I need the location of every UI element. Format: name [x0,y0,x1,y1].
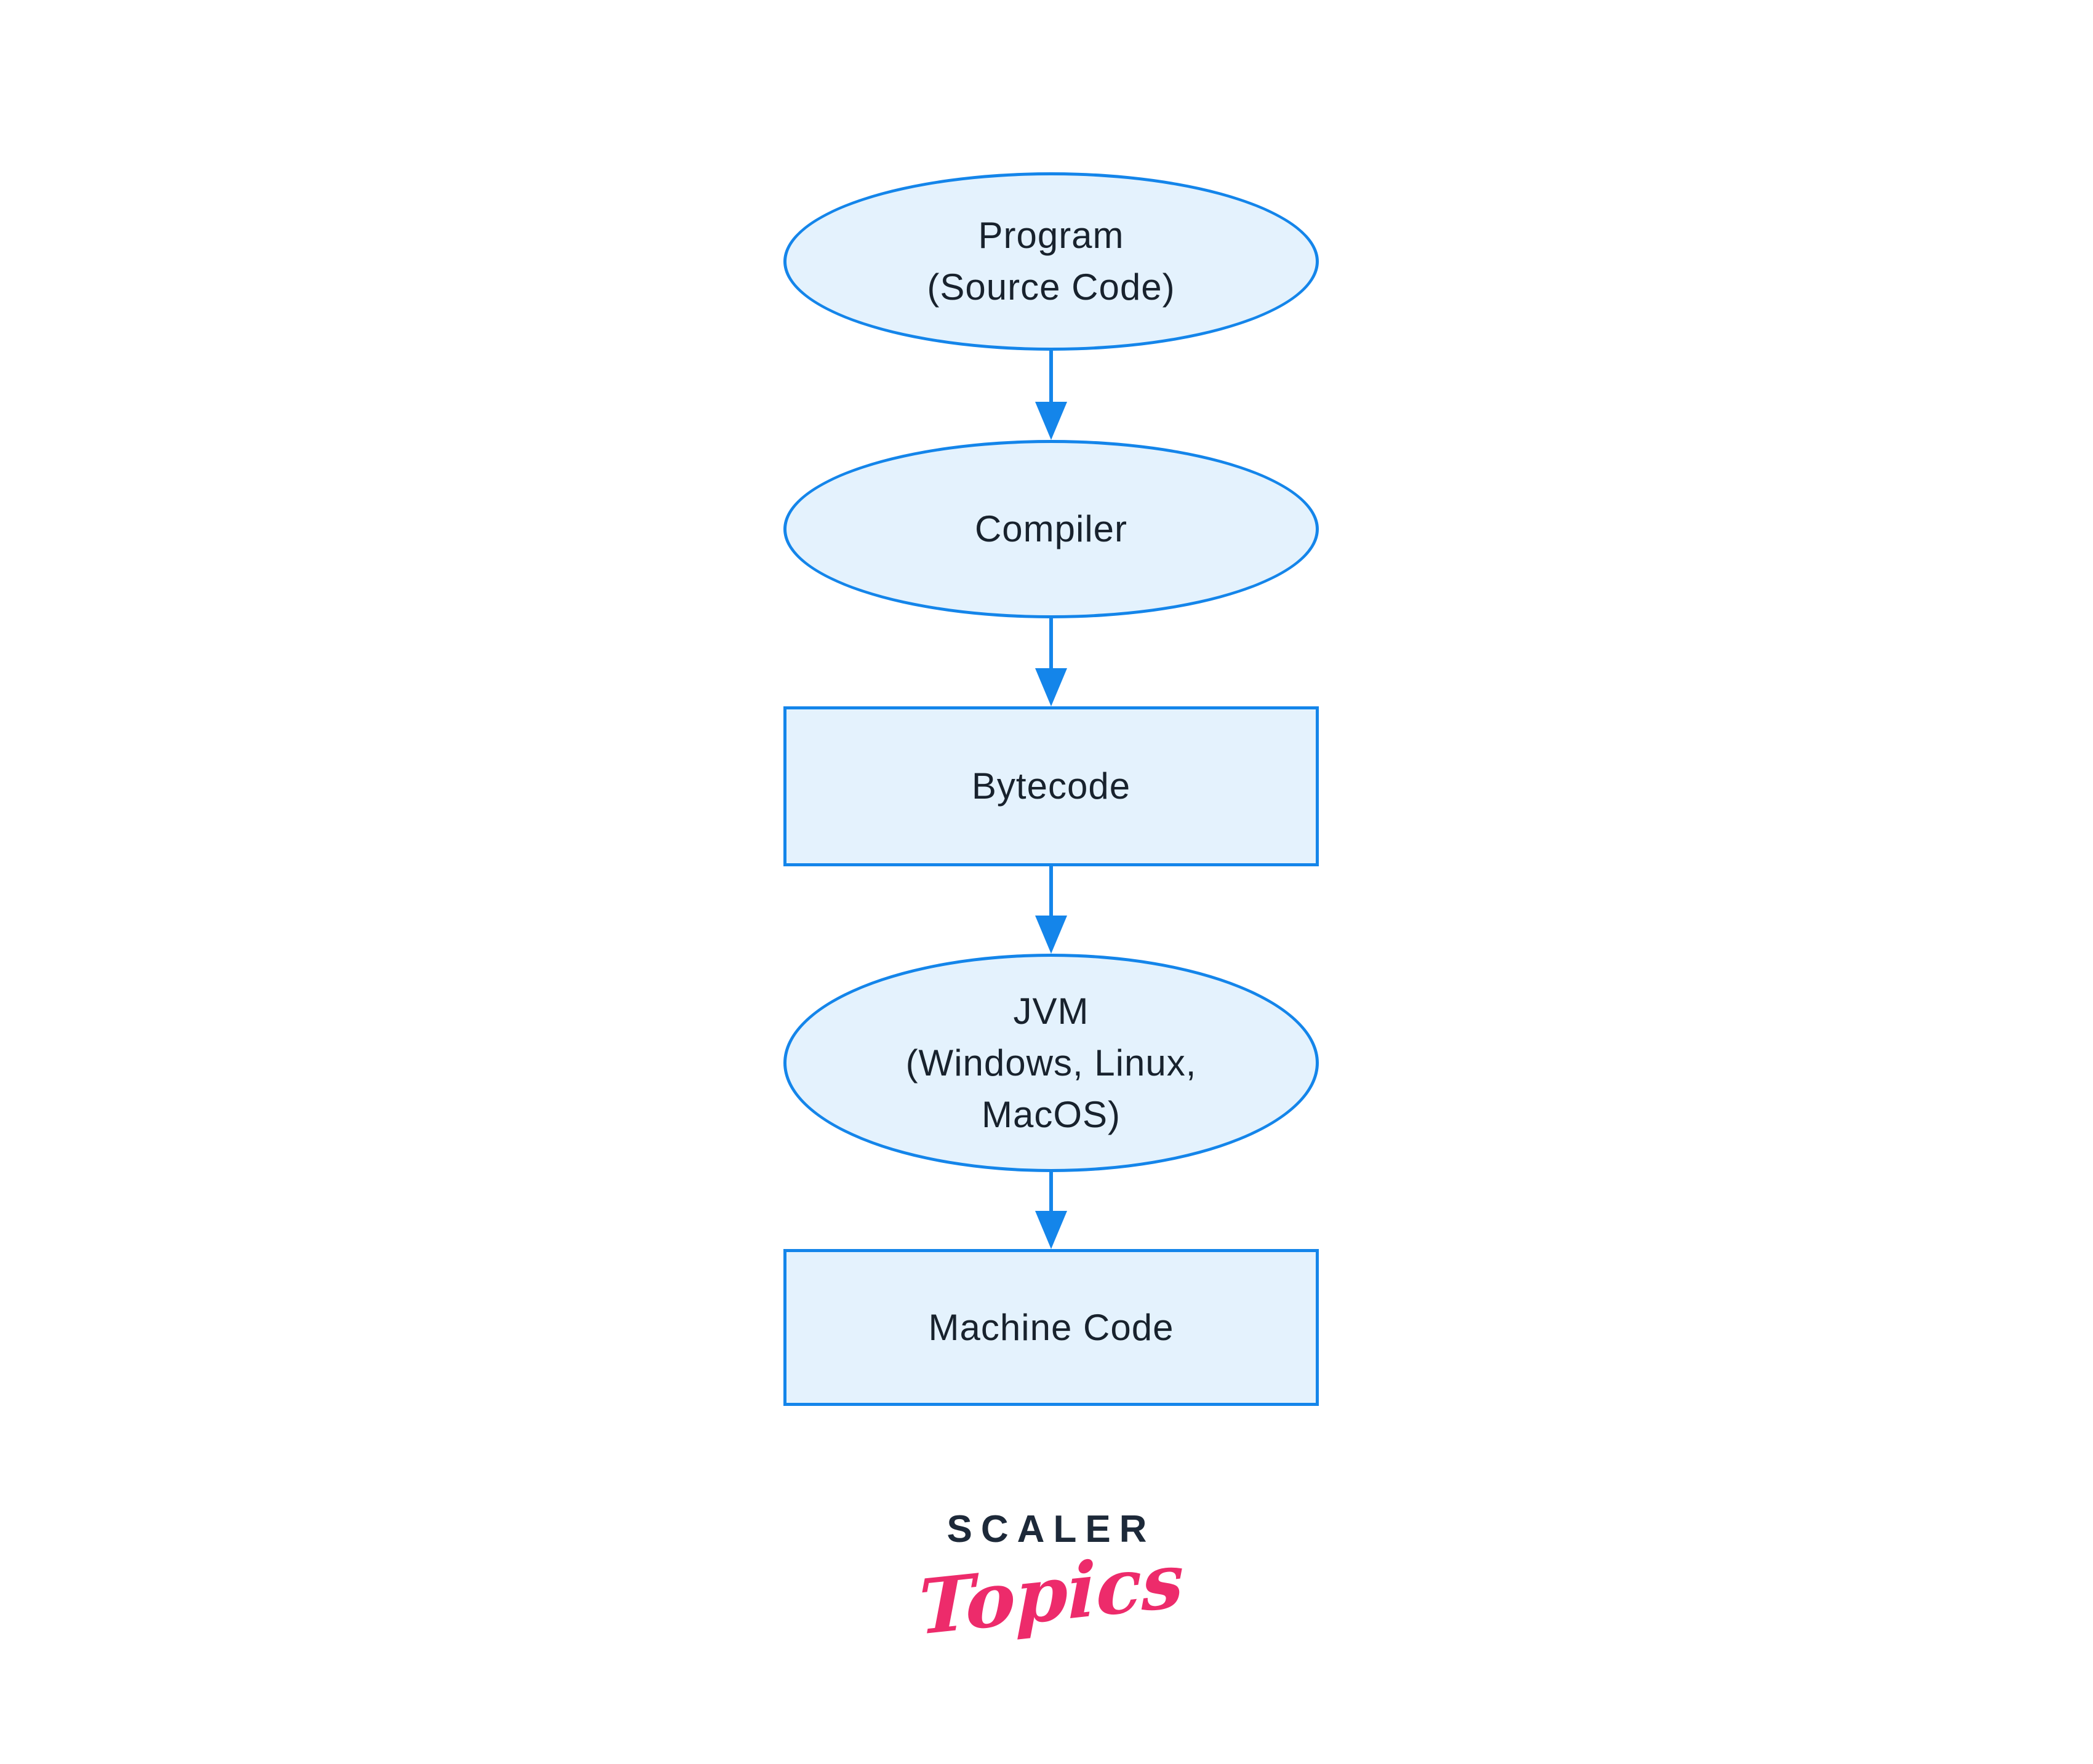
node-bytecode-label: Bytecode [972,760,1131,812]
node-bytecode: Bytecode [783,706,1319,866]
arrow-line [1049,1172,1053,1212]
scaler-topics-logo: SCALER Topics [848,1508,1254,1653]
arrow-head-icon [1035,1211,1067,1249]
node-program-label: Program (Source Code) [927,210,1175,313]
node-machine-code-label: Machine Code [929,1302,1174,1354]
arrow-head-icon [1035,402,1067,440]
node-jvm-line3: MacOS) [981,1093,1121,1135]
arrow-line [1049,866,1053,917]
logo-sub-text: Topics [918,1535,1184,1653]
node-machine-code-line1: Machine Code [928,1306,1174,1348]
arrow-line [1049,618,1053,669]
node-jvm-label: JVM (Windows, Linux, MacOS) [906,986,1197,1141]
node-jvm-line1: JVM [1013,990,1089,1032]
logo-brand-text: SCALER [946,1508,1156,1550]
arrow-head-icon [1035,916,1067,954]
arrow-line [1049,351,1053,403]
arrow-head-icon [1035,668,1067,706]
node-jvm-line2: (Windows, Linux, [905,1042,1197,1084]
node-compiler-label: Compiler [975,503,1127,555]
node-program: Program (Source Code) [783,172,1319,351]
node-program-line2: (Source Code) [927,266,1175,308]
node-bytecode-line1: Bytecode [971,765,1131,807]
node-machine-code: Machine Code [783,1249,1319,1406]
node-compiler-line1: Compiler [974,508,1128,549]
node-jvm: JVM (Windows, Linux, MacOS) [783,954,1319,1172]
node-program-line1: Program [978,215,1124,256]
node-compiler: Compiler [783,440,1319,618]
